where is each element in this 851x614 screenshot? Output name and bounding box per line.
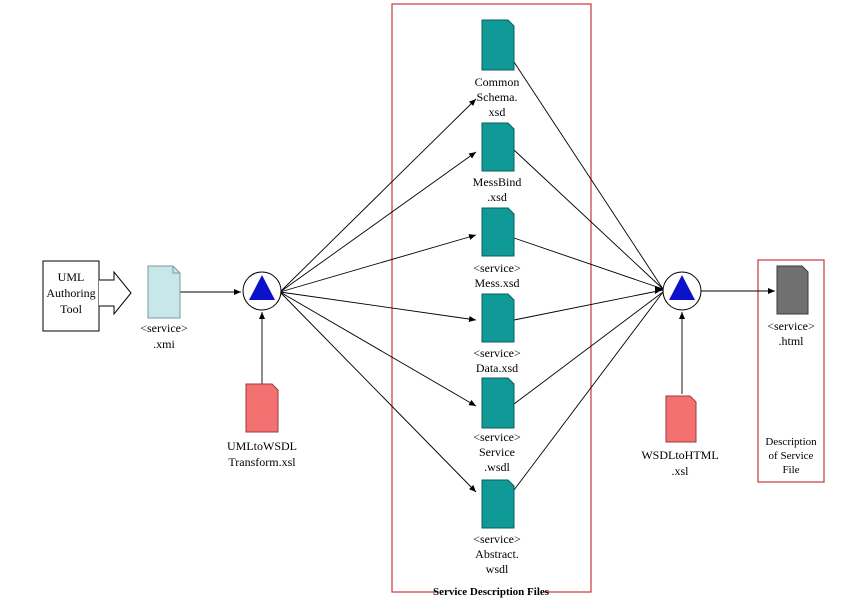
xmi-file-node: <service> .xmi (140, 265, 188, 351)
transform-hub-1 (242, 271, 282, 311)
html-file-label-2: .html (778, 334, 804, 348)
xmi-file-label-1: <service> (140, 321, 188, 335)
common-schema-label-2: Schema. (477, 90, 518, 104)
wsdltohtml-label-2: .xsl (671, 464, 689, 478)
hub-to-data-arrow (279, 291, 477, 322)
messbind-file-icon (481, 122, 515, 172)
abstract-wsdl-label-2: Abstract. (475, 547, 519, 561)
authoring-tool-node: UML Authoring Tool (42, 260, 132, 332)
common-to-hub2-line (513, 61, 664, 290)
messbind-label-2: .xsd (487, 190, 507, 204)
common-schema-file-icon (481, 19, 515, 71)
hub-to-common-arrow (279, 98, 477, 293)
service-wsdl-label-1: <service> (473, 430, 521, 444)
service-wsdl-label-3: .wsdl (484, 460, 510, 474)
hub-to-mess-arrow (279, 234, 477, 293)
service-description-files-label: Service Description Files (433, 586, 550, 598)
umltowsdl-file-icon (245, 383, 279, 433)
triangle-icon (249, 275, 275, 300)
umltowsdl-label-2: Transform.xsl (228, 455, 296, 469)
service-to-hub2-line (513, 291, 664, 405)
abstract-wsdl-file-icon (481, 479, 515, 529)
wsdltohtml-file-icon (665, 395, 697, 443)
mess-xsd-label-2: Mess.xsd (474, 276, 519, 290)
html-file-node: <service> .html (767, 265, 815, 348)
messbind-to-hub2-line (513, 149, 664, 290)
triangle-icon (669, 275, 695, 300)
wsdltohtml-label-1: WSDLtoHTML (641, 448, 718, 462)
mess-xsd-label-1: <service> (473, 261, 521, 275)
description-text: Description of Service File (765, 436, 817, 476)
xmi-file-icon (147, 265, 181, 319)
hub-to-service-arrow (279, 291, 477, 407)
common-schema-label-3: xsd (489, 105, 506, 119)
html-file-label-1: <service> (767, 319, 815, 333)
authoring-tool-label-3: Tool (60, 302, 82, 316)
abstract-wsdl-label-3: wsdl (486, 562, 509, 576)
mess-to-hub2-line (513, 237, 664, 290)
common-schema-file-node: Common Schema. xsd (475, 19, 520, 119)
abstract-wsdl-file-node: <service> Abstract. wsdl (473, 479, 521, 576)
abstract-to-hub2-line (513, 291, 664, 491)
connectors (180, 61, 775, 493)
description-label-1: Description (765, 436, 817, 448)
service-wsdl-file-node: <service> Service .wsdl (473, 377, 521, 474)
service-wsdl-label-2: Service (479, 445, 515, 459)
abstract-wsdl-label-1: <service> (473, 532, 521, 546)
group-label-bg (438, 584, 544, 598)
hub2-entry-marker (655, 286, 663, 294)
common-schema-label-1: Common (475, 75, 520, 89)
umltowsdl-label-1: UMLtoWSDL (227, 439, 297, 453)
xmi-file-label-2: .xmi (153, 337, 175, 351)
description-box (757, 259, 825, 483)
data-xsd-file-icon (481, 293, 515, 343)
data-xsd-label-2: Data.xsd (476, 361, 518, 375)
data-to-hub2-line (513, 289, 664, 321)
mess-xsd-file-node: <service> Mess.xsd (473, 207, 521, 290)
service-wsdl-file-icon (481, 377, 515, 429)
hub-to-abstract-arrow (279, 291, 477, 493)
description-label-3: File (782, 464, 799, 476)
hub-to-messbind-arrow (279, 151, 477, 293)
wsdltohtml-file-node: WSDLtoHTML .xsl (641, 395, 719, 478)
mess-xsd-file-icon (481, 207, 515, 257)
authoring-tool-arrow (99, 270, 132, 316)
data-xsd-label-1: <service> (473, 346, 521, 360)
authoring-tool-label-2: Authoring (46, 286, 95, 300)
umltowsdl-file-node: UMLtoWSDL Transform.xsl (227, 383, 297, 469)
html-file-icon (776, 265, 809, 315)
transform-hub-2 (662, 271, 702, 311)
data-xsd-file-node: <service> Data.xsd (473, 293, 521, 375)
messbind-label-1: MessBind (473, 175, 522, 189)
description-label-2: of Service (769, 450, 814, 462)
authoring-tool-label-1: UML (58, 270, 85, 284)
messbind-file-node: MessBind .xsd (473, 122, 522, 204)
